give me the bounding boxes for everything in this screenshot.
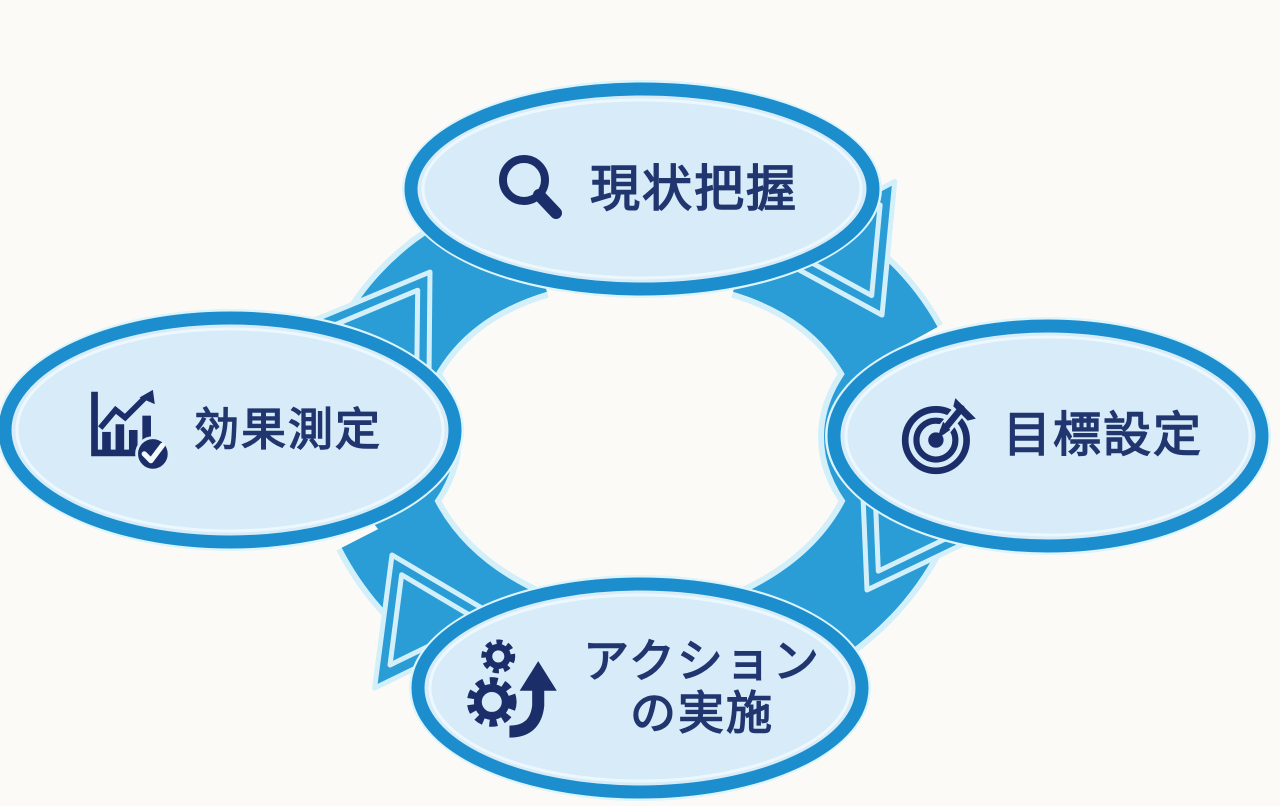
node-right-ellipse bbox=[825, 317, 1271, 555]
node-bottom-ellipse bbox=[409, 575, 871, 801]
node-ellipses bbox=[0, 80, 1271, 801]
node-left-ellipse bbox=[0, 309, 464, 551]
node-top-ellipse bbox=[402, 80, 882, 298]
